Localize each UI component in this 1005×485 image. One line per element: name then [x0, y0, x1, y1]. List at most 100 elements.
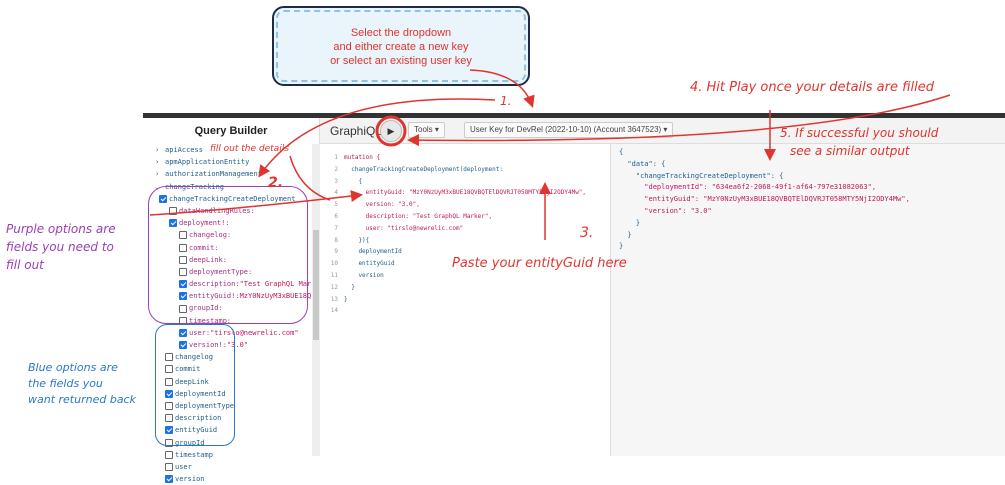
return-field-item[interactable]: changelog	[143, 351, 311, 363]
return-field-item[interactable]: deploymentId	[143, 388, 311, 400]
return-field-item[interactable]: deepLink	[143, 376, 311, 388]
argument-item[interactable]: description:"Test GraphQL Marker"	[143, 278, 311, 290]
return-field-item-label: entityGuid	[175, 426, 218, 435]
result-line: }	[619, 230, 632, 239]
note-line: want returned back	[28, 393, 136, 406]
checkbox[interactable]	[179, 267, 187, 276]
checkbox[interactable]	[165, 462, 173, 471]
arrow-to-dropdown	[469, 69, 535, 108]
code-line: entityGuid	[344, 260, 395, 268]
checkbox[interactable]	[179, 304, 187, 313]
argument-item[interactable]: groupId:	[143, 302, 311, 314]
note-line: Purple options are	[6, 222, 116, 236]
tree-item[interactable]: › apiAccess	[143, 144, 311, 156]
return-field-item[interactable]: commit	[143, 363, 311, 375]
line-number: 12	[330, 283, 338, 291]
checkbox[interactable]	[165, 475, 173, 484]
chevron-right-icon[interactable]: ›	[155, 170, 160, 179]
line-number: 6	[334, 213, 338, 220]
argument-item[interactable]: dataHandlingRules:	[143, 205, 311, 217]
arrow-to-args	[149, 190, 363, 216]
argument-item[interactable]: version!:"3.0"	[143, 339, 311, 351]
blue-highlight-box	[155, 324, 235, 446]
scrollbar-thumb[interactable]	[313, 230, 319, 340]
field-value[interactable]: MzY0NzUyM3xBUE18QVBQTElDQVRJT	[239, 292, 311, 301]
callout-line: Select the dropdown	[350, 27, 452, 39]
return-field-item-label: deploymentId	[175, 389, 226, 398]
checkbox[interactable]	[165, 414, 173, 423]
argument-item[interactable]: deploymentType:	[143, 266, 311, 278]
argument-item-label: commit:	[189, 243, 219, 252]
checkbox[interactable]	[179, 292, 187, 301]
argument-item[interactable]: entityGuid!:MzY0NzUyM3xBUE18QVBQTElDQVRJ…	[143, 290, 311, 302]
code-line: }	[344, 283, 355, 291]
user-key-dropdown[interactable]: User Key for DevRel (2022-10-10) (Accoun…	[464, 122, 674, 138]
callout-line: and either create a new key	[333, 41, 469, 53]
line-number: 4	[334, 189, 338, 197]
graphiql-title: GraphiQL	[330, 124, 383, 138]
return-field-item-label: commit	[175, 365, 201, 374]
tree-item[interactable]: › authorizationManagement	[143, 168, 311, 180]
field-value[interactable]: "tirslo@newrelic.com"	[210, 328, 299, 337]
checkbox[interactable]	[165, 389, 173, 398]
checkbox[interactable]	[179, 255, 187, 264]
line-number: 13	[330, 295, 338, 303]
checkbox[interactable]	[169, 207, 177, 216]
checkbox[interactable]	[179, 328, 187, 337]
argument-item[interactable]: commit:	[143, 242, 311, 254]
field-value[interactable]: "Test GraphQL Marker"	[239, 280, 311, 289]
checkbox[interactable]	[179, 341, 187, 350]
argument-item[interactable]: deepLink:	[143, 254, 311, 266]
checkbox[interactable]	[165, 365, 173, 374]
purple-note: Purple options are fields you need to fi…	[6, 220, 116, 274]
chevron-down-icon[interactable]: ⌄	[155, 182, 160, 191]
checkbox[interactable]	[165, 353, 173, 362]
result-panel: { "data": { "changeTrackingCreateDeploym…	[610, 144, 1005, 456]
line-number: 8	[334, 236, 338, 244]
arrow-to-play	[407, 94, 951, 147]
argument-item-label: description:	[189, 280, 240, 289]
checkbox[interactable]	[179, 280, 187, 289]
argument-item[interactable]: changelog:	[143, 229, 311, 241]
return-field-item[interactable]: deploymentType	[143, 400, 311, 412]
argument-item-label: dataHandlingRules:	[179, 206, 255, 215]
query-builder-panel: Query Builder ›apiAccess›apmApplicationE…	[143, 118, 320, 484]
checkbox[interactable]	[165, 426, 173, 435]
code-line: }	[344, 295, 348, 303]
return-field-item[interactable]: description	[143, 412, 311, 424]
line-number: 1	[334, 154, 338, 161]
code-line: changeTrackingCreateDeployment(deploymen…	[344, 165, 503, 173]
chevron-right-icon[interactable]: ›	[155, 146, 160, 154]
argument-item-label: version!:	[189, 341, 227, 349]
result-line: }	[619, 242, 624, 251]
tree-item-label: authorizationManagement	[165, 170, 262, 179]
callout-line: or select an existing user key	[330, 55, 472, 67]
play-highlight-circle	[375, 115, 407, 147]
line-number: 10	[330, 260, 338, 268]
argument-item[interactable]: deployment!:	[143, 217, 311, 229]
field-value[interactable]: "3.0"	[226, 341, 249, 349]
checkbox[interactable]	[179, 231, 187, 240]
play-button[interactable]: ▶	[380, 120, 402, 142]
tree-item[interactable]: ›apmApplicationEntity	[143, 156, 311, 168]
code-line: entityGuid: "MzY0NzUyM3xBUE18QVBQTElDQVR…	[344, 189, 587, 197]
purple-highlight-box	[148, 186, 308, 324]
argument-item[interactable]: user:"tirslo@newrelic.com"	[143, 327, 311, 339]
return-field-item[interactable]: entityGuid	[143, 424, 311, 436]
code-line: user: "tirslo@newrelic.com"	[344, 224, 464, 232]
checkbox[interactable]	[179, 243, 187, 252]
note-line: the fields you	[28, 377, 103, 390]
step3-label: 3.	[580, 225, 594, 241]
result-line: "changeTrackingCreateDeployment": {	[619, 171, 784, 180]
chevron-right-icon[interactable]: ›	[155, 158, 160, 167]
checkbox[interactable]	[165, 402, 173, 411]
return-field-item-label: description	[175, 414, 222, 423]
tools-dropdown[interactable]: Tools ▾	[408, 122, 445, 138]
step5-line2: see a similar output	[790, 144, 910, 158]
checkbox[interactable]	[169, 219, 177, 228]
checkbox[interactable]	[165, 377, 173, 386]
tree-item-label: apiAccess	[165, 146, 203, 154]
return-field-item[interactable]: version	[143, 473, 311, 485]
return-field-item[interactable]: user	[143, 461, 311, 473]
